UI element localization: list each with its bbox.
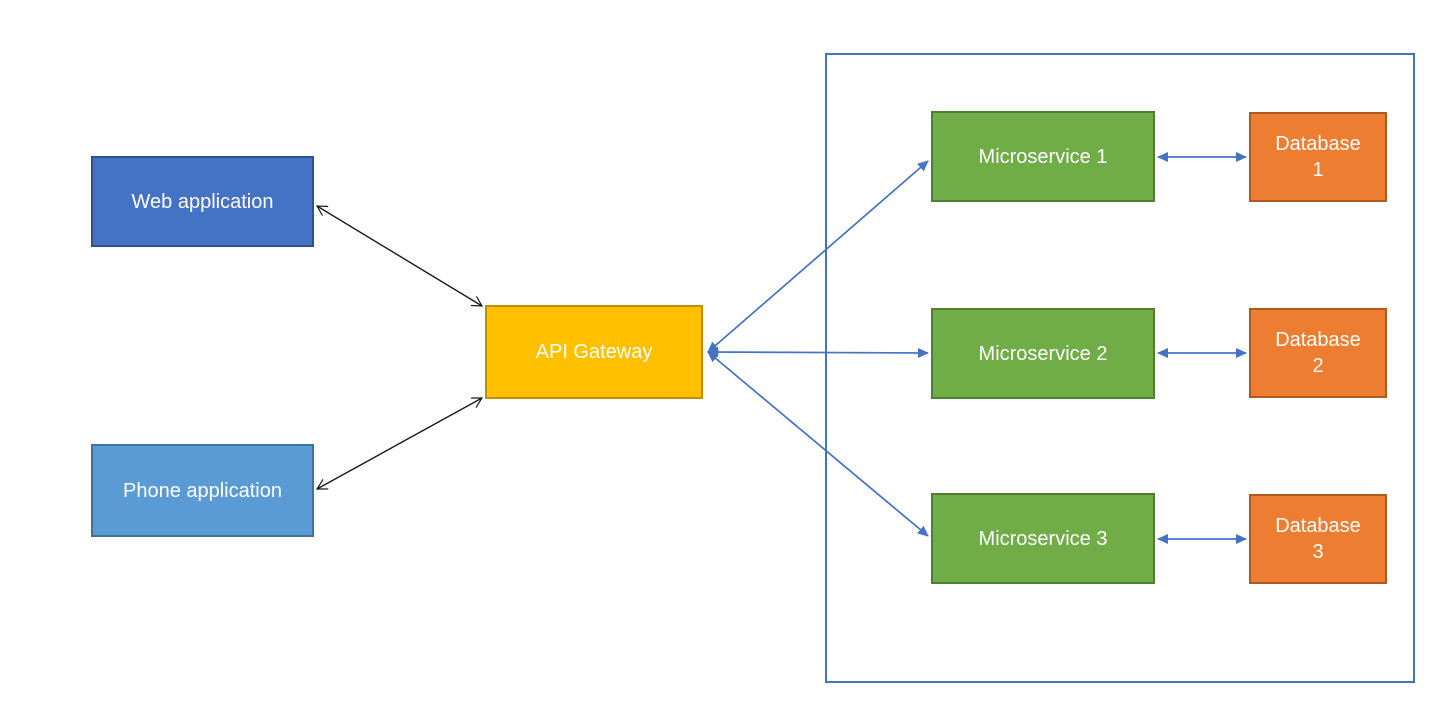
node-database-2[interactable]: Database 2 <box>1249 308 1387 398</box>
node-microservice-3[interactable]: Microservice 3 <box>931 493 1155 584</box>
node-api-gateway[interactable]: API Gateway <box>485 305 703 399</box>
database-3-label: Database 3 <box>1275 515 1361 563</box>
node-microservice-2[interactable]: Microservice 2 <box>931 308 1155 399</box>
node-microservice-1[interactable]: Microservice 1 <box>931 111 1155 202</box>
node-web-application[interactable]: Web application <box>91 156 314 247</box>
web-application-label: Web application <box>131 190 274 213</box>
phone-application-label: Phone application <box>122 479 282 502</box>
microservice-3-label: Microservice 3 <box>978 527 1108 550</box>
node-phone-application[interactable]: Phone application <box>91 444 314 537</box>
database-2-label: Database 2 <box>1275 329 1361 377</box>
microservice-2-label: Microservice 2 <box>978 342 1108 365</box>
edge-phoneapp-gateway <box>317 397 482 490</box>
node-database-1[interactable]: Database 1 <box>1249 112 1387 202</box>
database-1-label: Database 1 <box>1275 133 1361 181</box>
edge-webapp-gateway <box>317 206 482 306</box>
node-database-3[interactable]: Database 3 <box>1249 494 1387 584</box>
api-gateway-label: API Gateway <box>535 341 653 363</box>
microservice-1-label: Microservice 1 <box>978 145 1108 168</box>
